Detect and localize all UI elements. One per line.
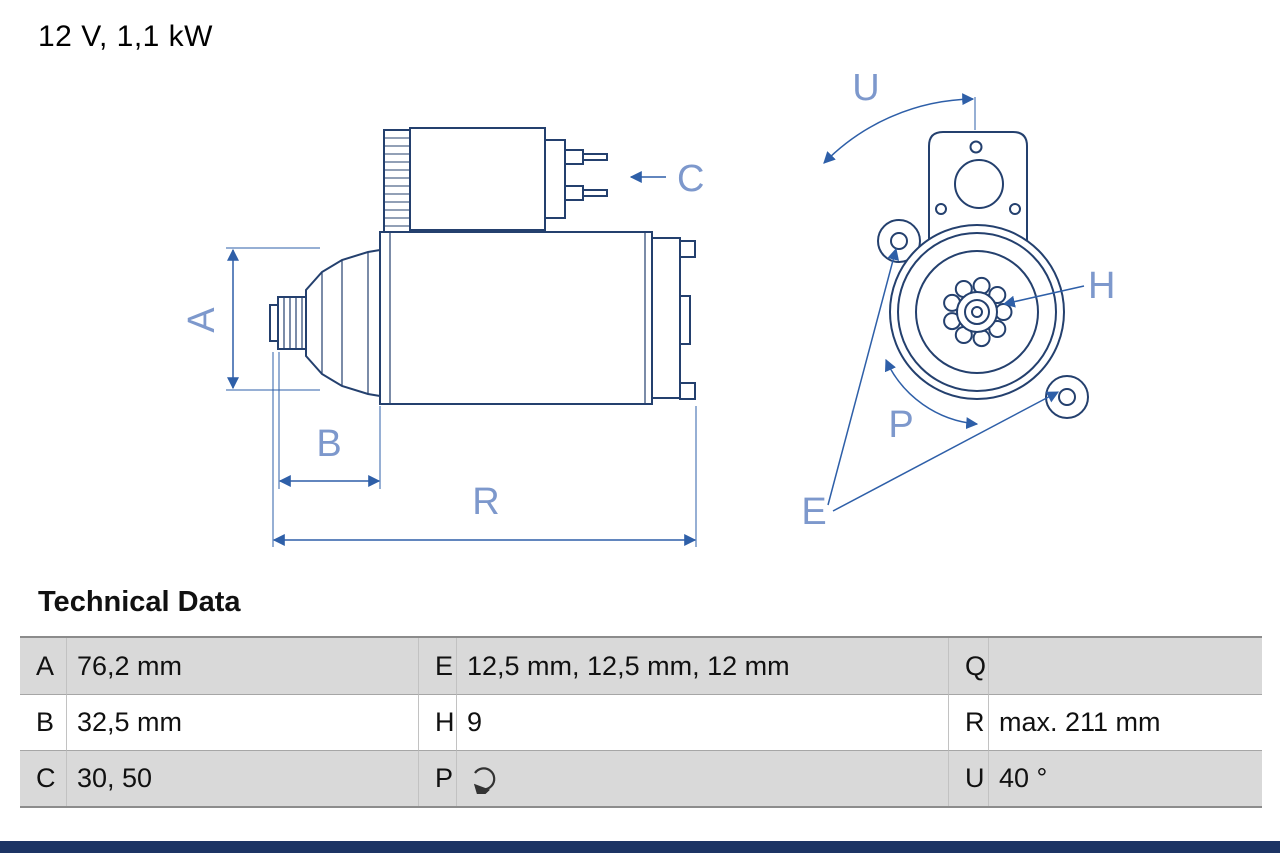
table-cell-key: H bbox=[418, 694, 456, 750]
table-cell-key: B bbox=[20, 694, 66, 750]
dim-label-R: R bbox=[472, 481, 499, 523]
table-cell-value: max. 211 mm bbox=[988, 694, 1262, 750]
bottom-accent-bar bbox=[0, 841, 1280, 853]
starter-motor-drawing: A B C R U H P E bbox=[181, 67, 1115, 547]
tab-large-hole bbox=[954, 159, 1004, 209]
front-view bbox=[877, 131, 1089, 419]
dim-label-E: E bbox=[801, 491, 826, 533]
table-cell-value bbox=[988, 638, 1262, 694]
table-cell-key: U bbox=[948, 750, 988, 806]
motor-body bbox=[379, 231, 653, 405]
mounting-ear-right bbox=[1045, 375, 1089, 419]
technical-data-table: A 76,2 mm E 12,5 mm, 12,5 mm, 12 mm Q B … bbox=[20, 636, 1262, 808]
drive-end-housing bbox=[305, 249, 381, 397]
end-cap bbox=[651, 237, 681, 399]
dim-label-P: P bbox=[888, 404, 913, 446]
table-cell-value: 30, 50 bbox=[66, 750, 418, 806]
table-cell-key: A bbox=[20, 638, 66, 694]
dim-label-B: B bbox=[316, 423, 341, 465]
table-cell-value: 32,5 mm bbox=[66, 694, 418, 750]
mounting-bracket bbox=[383, 129, 411, 233]
pinion-gear bbox=[277, 296, 307, 350]
dimension-lines bbox=[226, 93, 1085, 547]
table-cell-value: 12,5 mm, 12,5 mm, 12 mm bbox=[456, 638, 948, 694]
shaft-end bbox=[269, 304, 279, 342]
rotation-direction-icon bbox=[473, 766, 496, 794]
dim-label-C: C bbox=[677, 158, 704, 200]
terminal-30 bbox=[564, 149, 584, 165]
solenoid bbox=[409, 127, 546, 231]
table-cell-key: P bbox=[418, 750, 456, 806]
technical-data-heading: Technical Data bbox=[38, 586, 241, 618]
table-cell-key: R bbox=[948, 694, 988, 750]
side-view bbox=[269, 127, 696, 405]
dimension-labels: A B C R U H P E bbox=[181, 67, 1115, 533]
table-cell-key: Q bbox=[948, 638, 988, 694]
table-cell-value: 76,2 mm bbox=[66, 638, 418, 694]
table-cell-key: E bbox=[418, 638, 456, 694]
rotation-direction-cell bbox=[456, 750, 948, 806]
pinion-front bbox=[943, 276, 1013, 348]
dim-label-H: H bbox=[1088, 265, 1115, 307]
table-cell-value: 9 bbox=[456, 694, 948, 750]
dim-label-A: A bbox=[181, 307, 223, 333]
terminal-50 bbox=[564, 185, 584, 201]
dim-label-U: U bbox=[852, 67, 879, 109]
page-title: 12 V, 1,1 kW bbox=[38, 20, 213, 53]
table-cell-key: C bbox=[20, 750, 66, 806]
table-cell-value: 40 ° bbox=[988, 750, 1262, 806]
